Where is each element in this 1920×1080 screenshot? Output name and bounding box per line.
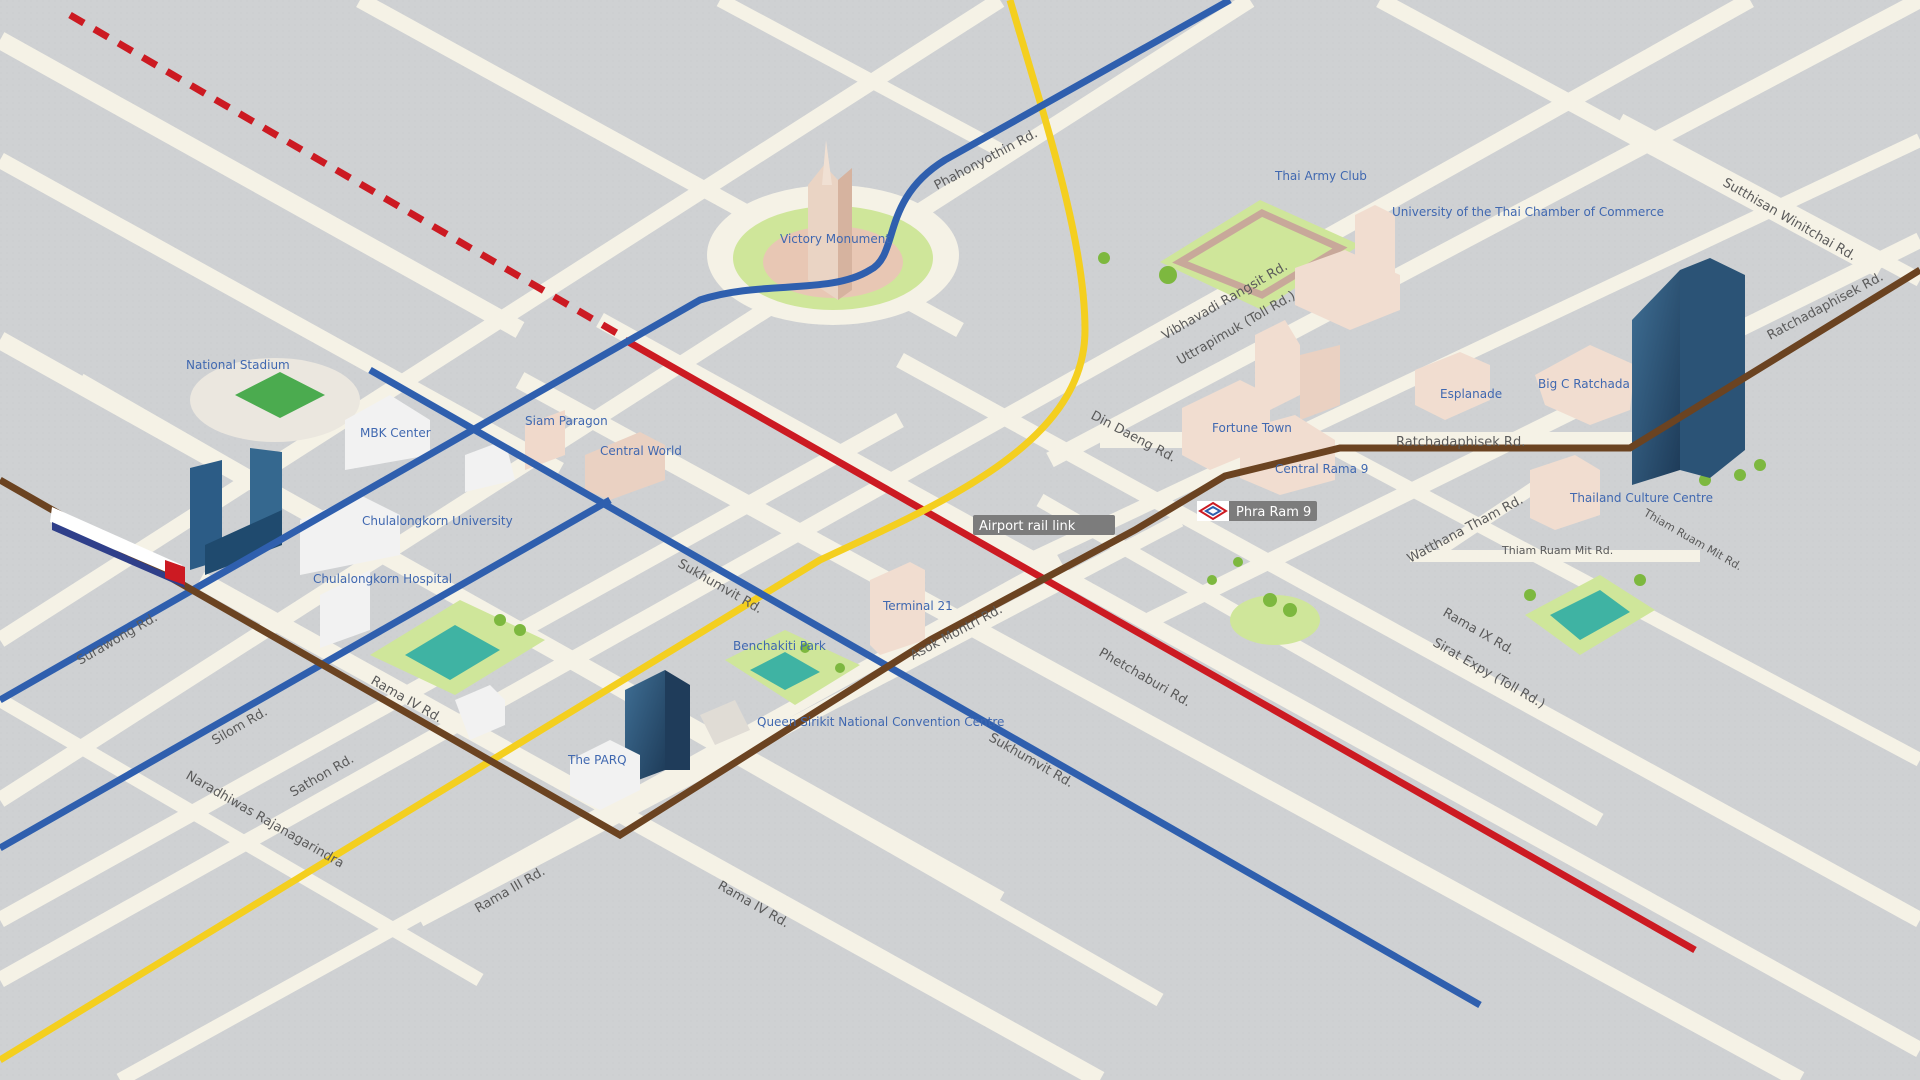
label-the-parq: The PARQ bbox=[567, 753, 627, 767]
label-big-c-ratchada: Big C Ratchada bbox=[1538, 377, 1630, 391]
label-terminal21: Terminal 21 bbox=[882, 599, 953, 613]
label-chulalongkorn-university: Chulalongkorn University bbox=[362, 514, 513, 528]
trees bbox=[494, 252, 1766, 673]
label-qsncc: Queen Sirikit National Convention Centre bbox=[757, 715, 1004, 729]
red-line-dashed bbox=[68, 11, 622, 339]
blue-line-sukhumvit bbox=[368, 366, 1482, 1009]
road-ratchadaphisek-mid: Ratchadaphisek Rd. bbox=[1396, 435, 1525, 450]
blue-line-silom bbox=[0, 496, 612, 852]
ratchada-tower bbox=[1632, 270, 1680, 485]
buildings bbox=[190, 205, 1745, 810]
brown-line bbox=[0, 267, 1920, 840]
road-thiam-ruam-mit-1: Thiam Ruam Mit Rd. bbox=[1501, 544, 1613, 557]
airport-rail-link-tag[interactable]: Airport rail link bbox=[973, 515, 1115, 535]
place-labels: Victory Monument Thai Army Club Universi… bbox=[186, 169, 1713, 767]
label-university: University of the Thai Chamber of Commer… bbox=[1392, 205, 1664, 219]
label-siam-paragon: Siam Paragon bbox=[525, 414, 608, 428]
yellow-line bbox=[0, 0, 1089, 1063]
label-central-rama9: Central Rama 9 bbox=[1275, 462, 1368, 476]
phra-ram-9-text: Phra Ram 9 bbox=[1236, 505, 1311, 520]
mrt-station-icon bbox=[1198, 501, 1228, 521]
label-university-line1: University of the Thai Chamber of Commer… bbox=[1392, 205, 1664, 219]
label-central-world: Central World bbox=[600, 444, 682, 458]
red-line bbox=[623, 336, 1697, 954]
skytrain-icon bbox=[50, 507, 185, 588]
label-benchakiti-park: Benchakiti Park bbox=[733, 639, 826, 653]
label-thailand-culture-centre: Thailand Culture Centre bbox=[1569, 491, 1713, 505]
label-fortune-town: Fortune Town bbox=[1212, 421, 1292, 435]
blue-line-north bbox=[0, 0, 1232, 704]
label-national-stadium: National Stadium bbox=[186, 358, 290, 372]
label-esplanade: Esplanade bbox=[1440, 387, 1502, 401]
label-thai-army-club: Thai Army Club bbox=[1274, 169, 1367, 183]
label-chulalongkorn-hospital: Chulalongkorn Hospital bbox=[313, 572, 452, 586]
label-victory-monument: Victory Monument bbox=[780, 232, 890, 246]
phra-ram-9-tag[interactable]: Phra Ram 9 bbox=[1197, 501, 1317, 521]
airport-rail-link-text: Airport rail link bbox=[979, 519, 1076, 534]
label-mbk-center: MBK Center bbox=[360, 426, 431, 440]
